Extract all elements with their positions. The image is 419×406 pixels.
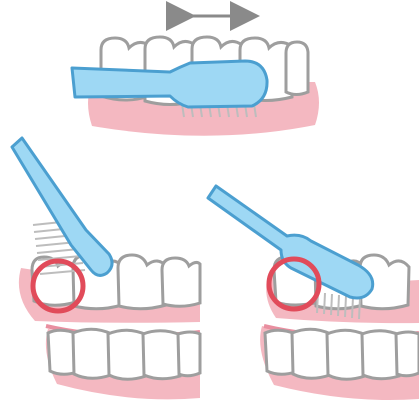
bottom-left-lower-tooth-5 [178, 332, 200, 376]
top-brushing-panel [72, 16, 319, 136]
bottom-left-upper-tooth-4 [162, 258, 200, 306]
bottom-right-lower-tooth-2 [292, 329, 331, 378]
bottom-right-lower-tooth-4 [362, 331, 400, 379]
bottom-left-lower-tooth-2 [73, 329, 112, 378]
bottom-left-lower-tooth-3 [108, 330, 147, 379]
bottom-left-lower-tooth-4 [143, 331, 181, 379]
bottom-right-lower-tooth-3 [327, 330, 366, 379]
bottom-right-brushing-panel [208, 186, 419, 400]
top-tooth-5 [286, 42, 308, 95]
bottom-left-toothbrush [12, 138, 112, 275]
bottom-left-upper-tooth-3 [118, 255, 167, 309]
bottom-right-lower-tooth-5 [396, 332, 419, 376]
bottom-left-brushing-panel [12, 138, 200, 399]
